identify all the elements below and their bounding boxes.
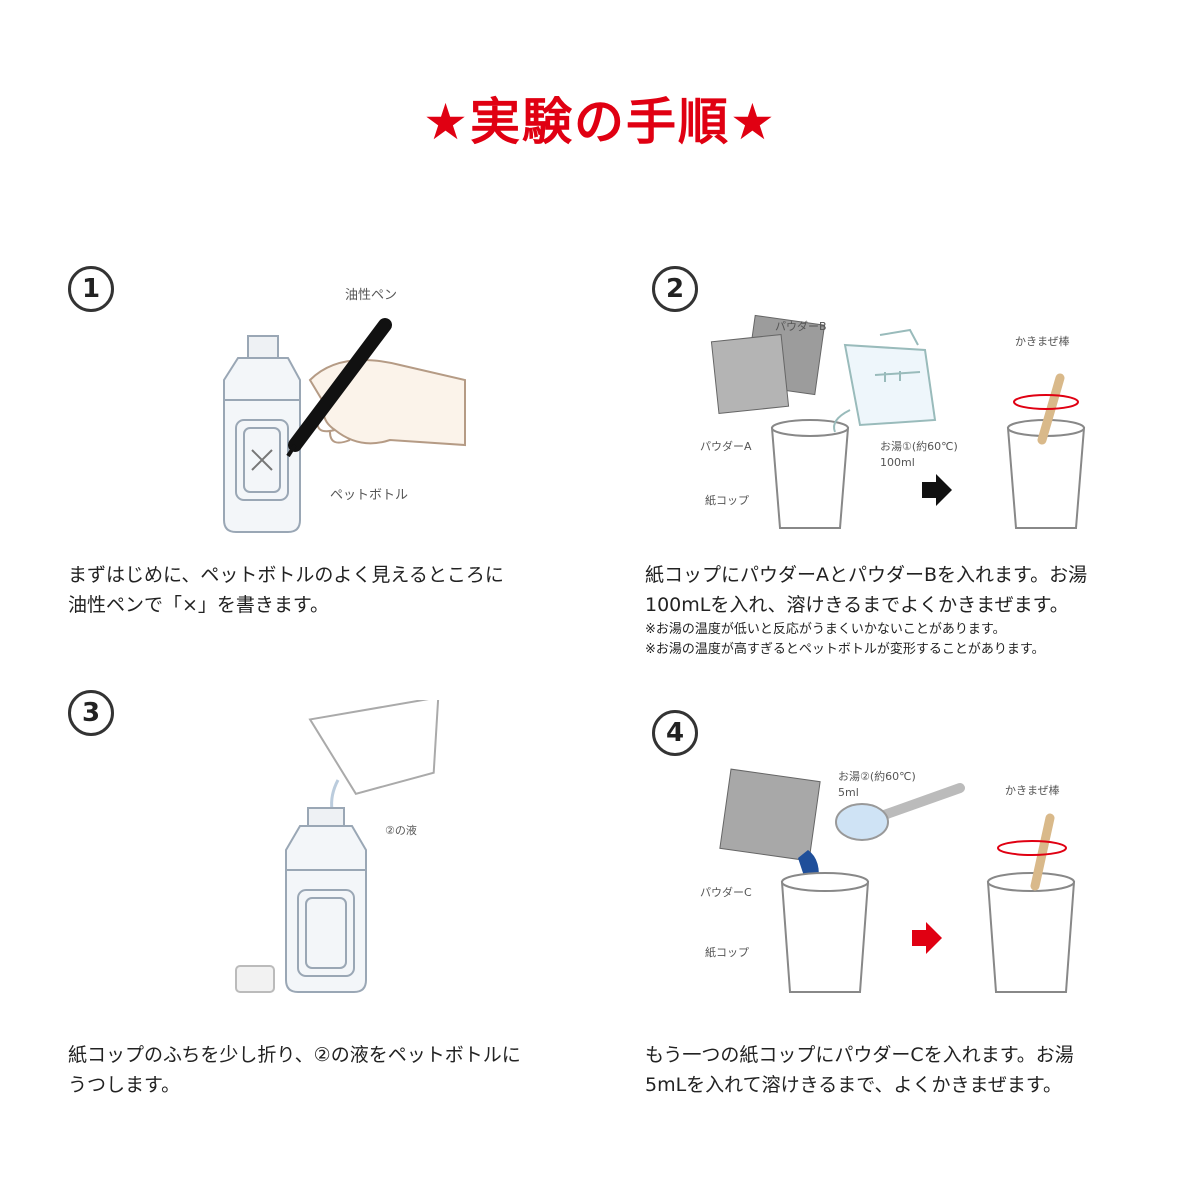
powder-packet-icon (719, 768, 821, 888)
stir-stick-icon (1013, 373, 1079, 445)
paper-cup-icon (986, 872, 1076, 993)
label-cup: 紙コップ (705, 494, 749, 507)
paper-cup-icon (780, 872, 870, 993)
label-stirrer: かきまぜ棒 (1015, 335, 1070, 348)
label-amount: 100ml (880, 456, 915, 469)
paper-cup-icon (308, 700, 440, 795)
step-4-illustration (719, 768, 1076, 993)
label-liquid: ②の液 (385, 824, 417, 837)
label-powder-a: パウダーA (700, 440, 752, 453)
bottle-cap-icon (235, 965, 275, 993)
step-2-description: 紙コップにパウダーAとパウダーBを入れます。お湯 100mLを入れ、溶けきるまで… (645, 560, 1165, 620)
paper-cup-icon (770, 419, 850, 529)
oil-pen-icon (286, 318, 392, 458)
step-2-illustration (710, 314, 1086, 529)
note-line: ※お湯の温度が高すぎるとペットボトルが変形することがあります。 (645, 642, 1045, 657)
step-number-badge: 3 (68, 690, 114, 736)
label-amount: 5ml (838, 786, 859, 799)
description-line: 5mLを入れて溶けきるまで、よくかきまぜます。 (645, 1074, 1063, 1096)
step-1-illustration (223, 318, 466, 533)
step-2-notes: ※お湯の温度が低いと反応がうまくいかないことがあります。 ※お湯の温度が高すぎる… (645, 620, 1165, 660)
powder-packet-icon (710, 314, 826, 415)
step-1-description: まずはじめに、ペットボトルのよく見えるところに 油性ペンで「×」を書きます。 (68, 560, 588, 620)
liquid-stream (330, 779, 340, 811)
spoon-icon (835, 783, 965, 841)
pet-bottle-icon (285, 807, 367, 993)
label-bottle: ペットボトル (330, 488, 409, 503)
pet-bottle-icon (223, 335, 301, 533)
step-4-description: もう一つの紙コップにパウダーCを入れます。お湯 5mLを入れて溶けきるまで、よく… (645, 1040, 1165, 1100)
description-line: うつします。 (68, 1074, 181, 1096)
description-line: 油性ペンで「×」を書きます。 (68, 594, 330, 616)
description-line: 100mLを入れ、溶けきるまでよくかきまぜます。 (645, 594, 1069, 616)
description-line: 紙コップにパウダーAとパウダーBを入れます。お湯 (645, 564, 1088, 586)
description-line: 紙コップのふちを少し折り、②の液をペットボトルに (68, 1044, 521, 1066)
note-line: ※お湯の温度が低いと反応がうまくいかないことがあります。 (645, 622, 1006, 637)
measuring-cup-icon (833, 328, 937, 433)
description-line: もう一つの紙コップにパウダーCを入れます。お湯 (645, 1044, 1074, 1066)
arrow-right-icon (912, 922, 942, 954)
stir-stick-icon (997, 813, 1067, 891)
step-number-badge: 1 (68, 266, 114, 312)
page-title: ★実験の手順★ (423, 93, 777, 151)
label-powder-c: パウダーC (700, 886, 752, 899)
step-number-badge: 4 (652, 710, 698, 756)
step-3-description: 紙コップのふちを少し折り、②の液をペットボトルに うつします。 (68, 1040, 588, 1100)
step-number-badge: 2 (652, 266, 698, 312)
label-cup: 紙コップ (705, 946, 749, 959)
label-powder-b: パウダーB (775, 320, 827, 333)
label-pen: 油性ペン (345, 288, 398, 303)
step-3-illustration (235, 700, 440, 993)
label-hot-water: お湯②(約60℃) (838, 770, 916, 783)
label-stirrer: かきまぜ棒 (1005, 784, 1060, 797)
label-hot-water: お湯①(約60℃) (880, 440, 958, 453)
arrow-right-icon (922, 474, 952, 506)
description-line: まずはじめに、ペットボトルのよく見えるところに (68, 564, 504, 586)
